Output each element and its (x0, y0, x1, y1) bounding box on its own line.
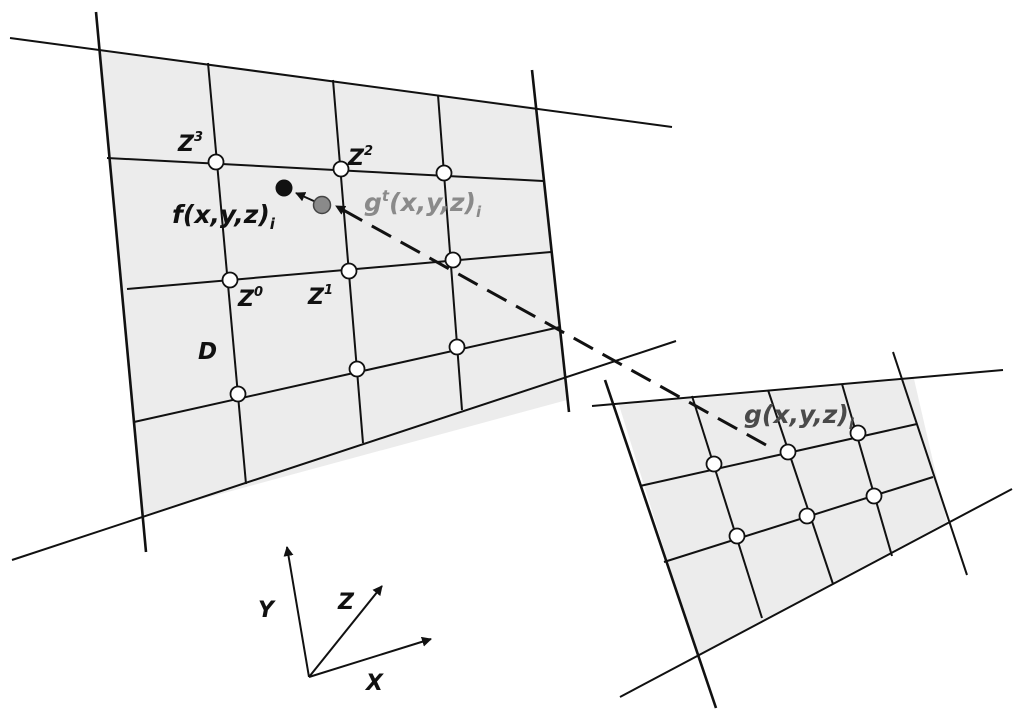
moving-grid-col-line (767, 389, 834, 585)
moving-grid-col-line (841, 383, 893, 557)
axis-x-label: X (364, 671, 384, 696)
control-point (435, 164, 453, 182)
label-z2: Z2 (347, 144, 373, 171)
control-point (705, 455, 723, 473)
control-point (444, 251, 462, 269)
reference-grid-row-line (133, 326, 561, 423)
label-f: f(x,y,z)i (172, 200, 276, 233)
axis-z-arrow (308, 585, 383, 678)
control-point (798, 507, 816, 525)
label-g: g(x,y,z)i (744, 400, 855, 433)
label-z0: Z0 (237, 285, 263, 312)
moving-grid-col-line (691, 395, 763, 619)
label-z1: Z1 (307, 283, 333, 310)
control-point-z0 (221, 271, 239, 289)
control-point (448, 338, 466, 356)
moving-grid-top-border (591, 369, 1004, 407)
control-point-z3 (207, 153, 225, 171)
reference-grid-left-border (94, 11, 148, 553)
axis-y-label: Y (258, 598, 276, 623)
reference-grid-fill (100, 50, 567, 515)
control-point (849, 424, 867, 442)
axis-y-arrow (283, 546, 310, 678)
mapping (275, 179, 767, 447)
moving-grid-row-line (639, 423, 918, 487)
reference-point-f (275, 179, 293, 197)
control-point (865, 487, 883, 505)
moving-grid-bottom-border (619, 488, 1013, 698)
control-point (348, 360, 366, 378)
control-point (229, 385, 247, 403)
control-point (779, 443, 797, 461)
reference-grid-panel (9, 11, 677, 561)
control-point (728, 527, 746, 545)
label-gt: gt(x,y,z)i (364, 187, 482, 221)
reference-grid-col-line (332, 79, 364, 444)
mapping-dashed-arrow (335, 204, 767, 447)
coordinate-axes: Y Z X (258, 546, 432, 696)
moving-grid-row-line (663, 476, 934, 563)
reference-grid-right-border (530, 69, 571, 413)
control-point-z1 (340, 262, 358, 280)
reference-grid-row-line (106, 157, 544, 182)
axis-z-label: Z (337, 590, 355, 615)
moving-grid-right-border (892, 351, 968, 576)
moving-grid-panel (591, 351, 1013, 709)
reference-grid-row-line (126, 251, 552, 290)
interpolation-arrow (295, 192, 317, 203)
moving-grid-fill (619, 379, 947, 655)
control-point-z2 (332, 160, 350, 178)
transformed-point-gt (312, 195, 332, 215)
moving-grid-left-border (603, 379, 718, 709)
reference-grid-top-border (9, 37, 673, 128)
labels: Z3 Z2 Z0 Z1 f(x,y,z)i gt(x,y,z)i g(x,y,z… (172, 130, 855, 433)
axis-x-arrow (308, 636, 432, 678)
label-d: D (198, 339, 217, 365)
label-z3: Z3 (177, 130, 203, 157)
